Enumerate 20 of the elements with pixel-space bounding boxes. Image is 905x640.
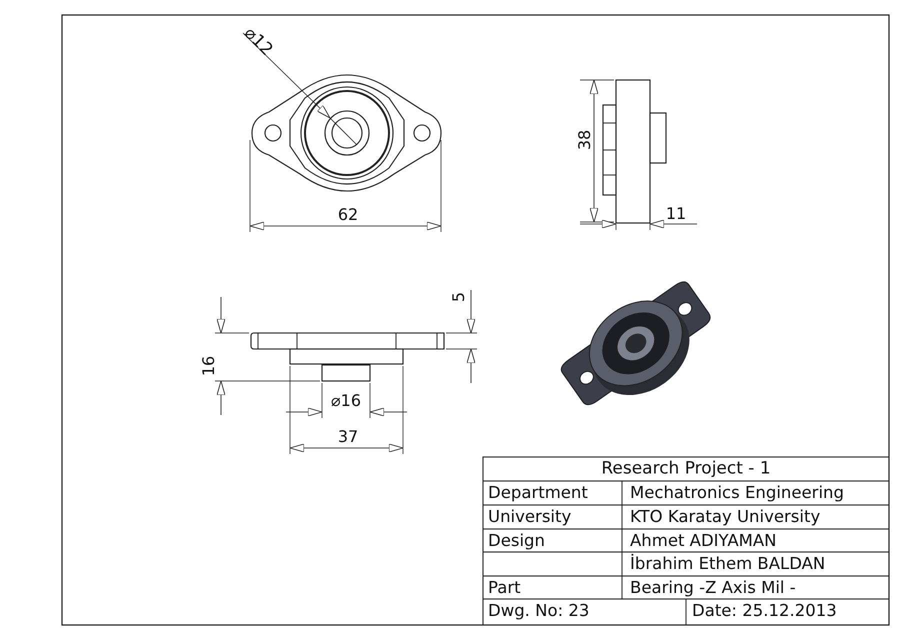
field-value: KTO Karatay University xyxy=(630,508,820,526)
dimension-value: ⌀16 xyxy=(331,393,361,409)
dimension-value: ⌀12 xyxy=(240,24,276,60)
dimension-value: 16 xyxy=(201,356,217,376)
field-value: Bearing -Z Axis Mil - xyxy=(630,580,796,596)
field-value: Mechatronics Engineering xyxy=(630,484,844,502)
dimension-value: 37 xyxy=(338,429,358,445)
field-label: University xyxy=(488,508,572,526)
dimension-value: 5 xyxy=(451,292,467,302)
field-label: Dwg. No: 23 xyxy=(488,602,590,620)
dimension-value: 38 xyxy=(577,130,593,150)
field-label: Department xyxy=(488,484,588,502)
field-value: Date: 25.12.2013 xyxy=(692,602,837,620)
dimension-value: 11 xyxy=(666,206,686,222)
title-block-heading: Research Project - 1 xyxy=(601,460,771,478)
field-value: Ahmet ADIYAMAN xyxy=(630,532,776,550)
field-label: Design xyxy=(488,532,545,550)
field-label: Part xyxy=(488,580,521,596)
dimension-value: 62 xyxy=(338,207,358,223)
field-value: İbrahim Ethem BALDAN xyxy=(630,556,826,572)
